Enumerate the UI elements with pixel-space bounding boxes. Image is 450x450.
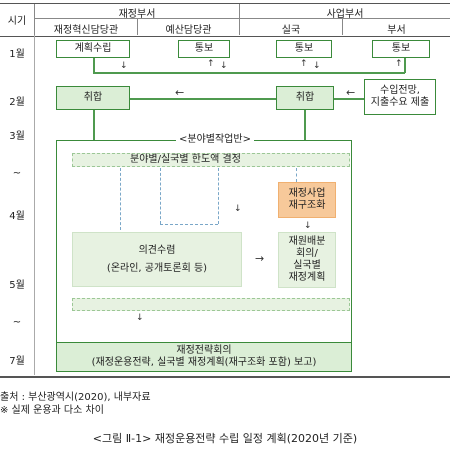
outlook-box: 수입전망, 지출수요 제출 (364, 79, 436, 115)
header-divider-mid (239, 4, 240, 35)
sector-ceiling-bar (72, 153, 350, 167)
dashed-connector-4 (218, 168, 219, 224)
plan-box: 계획수립 (56, 40, 130, 58)
arrow-up-icon: ↑ (207, 59, 215, 69)
table-bottom-border (0, 376, 450, 378)
arrow-up-icon: ↑ (395, 59, 403, 69)
month-4: 4월 (9, 211, 25, 222)
notice-box-1: 통보 (178, 40, 230, 58)
header-table (0, 3, 450, 37)
project-dept-header: 사업부서 (326, 9, 364, 20)
arrow-left-icon: ← (175, 86, 185, 99)
row2-right-connector (334, 98, 364, 100)
arrow-down-icon: ↓ (136, 313, 144, 323)
sector-ceiling-label: 분야별/실국별 한도액 결정 (130, 154, 241, 165)
row1-drop-plan (93, 58, 95, 73)
row1-drop-right (404, 58, 406, 73)
arrow-up-icon: ↑ (300, 59, 308, 69)
source-note: 출처 : 부산광역시(2020), 내부자료 (0, 392, 151, 403)
budget-officer-header: 예산담당관 (165, 25, 212, 36)
strategy-meeting-box: 재정전략회의 (재정운용전략, 실국별 재정계획(재구조화 포함) 보고) (56, 342, 352, 372)
month-tilde-1: ~ (12, 168, 22, 179)
month-5: 5월 (9, 280, 25, 291)
row2-drop (93, 110, 95, 140)
reporting-bar (72, 298, 350, 311)
finance-dept-header: 재정부서 (118, 9, 156, 20)
month-3: 3월 (9, 131, 25, 142)
usage-note: ※ 실제 운용과 다소 차이 (0, 405, 104, 416)
sector-work-label: <분야별작업반> (176, 134, 254, 146)
arrow-down-icon: ↓ (220, 61, 228, 71)
innovation-officer-header: 재정혁신담당관 (53, 25, 119, 36)
dashed-connector-3 (160, 224, 218, 225)
arrow-down-icon: ↓ (313, 61, 321, 71)
reallocation-box: 재원배분 회의/ 실국별 재정계획 (278, 232, 336, 288)
month-7: 7월 (9, 356, 25, 367)
bureau-header: 실국 (281, 25, 301, 36)
row1-connector (93, 72, 405, 74)
arrow-right-icon: → (255, 252, 265, 265)
month-2: 2월 (9, 97, 25, 108)
department-header: 부서 (387, 25, 406, 36)
dashed-connector-2 (160, 168, 161, 224)
notice-box-3: 통보 (372, 40, 430, 58)
arrow-left-icon: ← (346, 86, 356, 99)
arrow-down-icon: ↓ (120, 61, 128, 71)
dashed-connector-5 (296, 168, 297, 182)
collect-box-1: 취합 (56, 86, 130, 110)
row2-left-connector (130, 98, 276, 100)
figure-caption: <그림 Ⅱ-1> 재정운용전략 수립 일정 계획(2020년 기준) (92, 432, 358, 445)
arrow-down-icon: ↓ (304, 221, 312, 231)
opinion-box: 의견수렴 (온라인, 공개토론회 등) (72, 232, 242, 287)
month-1: 1월 (9, 49, 25, 60)
time-column-border (34, 35, 35, 375)
header-divider-col1 (34, 4, 35, 35)
dashed-connector-1 (120, 168, 121, 230)
notice-box-2: 통보 (276, 40, 332, 58)
row2-drop-right (304, 110, 306, 140)
month-tilde-2: ~ (12, 317, 22, 328)
header-divider-sub2 (342, 19, 343, 35)
restructure-box: 재정사업 재구조화 (278, 182, 336, 218)
arrow-down-icon: ↓ (234, 204, 242, 214)
header-divider-row (35, 18, 450, 19)
collect-box-2: 취합 (276, 86, 334, 110)
time-column-header: 시기 (7, 16, 27, 27)
header-divider-sub1 (137, 19, 138, 35)
